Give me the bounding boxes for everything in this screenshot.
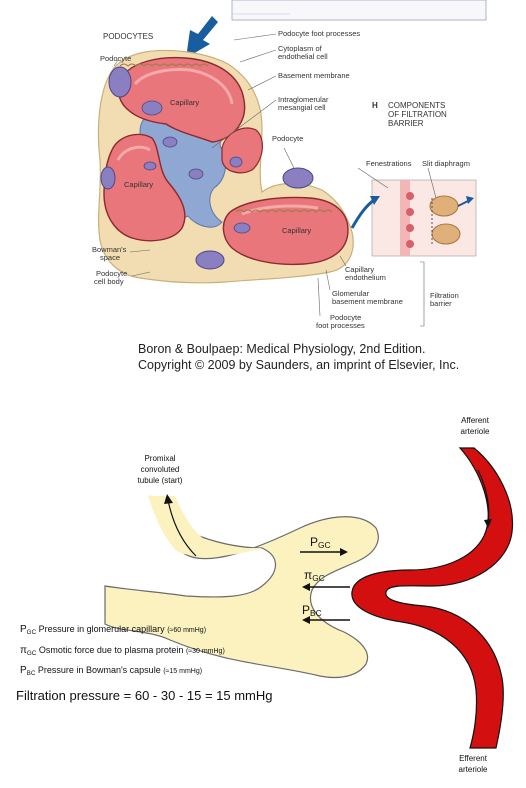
filtration-pressure-diagram [104,447,514,749]
label-afferent: Afferent [461,416,489,425]
label-filtration-barrier-2: barrier [430,299,452,308]
flow-arrow-tubule [167,499,197,557]
label-podocyte-foot-processes-bottom: Podocyte [330,313,362,322]
capillary-bottom [222,196,349,266]
label-podocyte-middle: Podocyte [272,134,304,143]
label-components: COMPONENTS [388,101,446,110]
podocyte-middle-body [282,167,314,189]
label-pct-2: convoluted [140,465,180,474]
filtration-barrier-box [371,179,477,257]
glomerulus-illustration [97,0,487,327]
legend-row: PBC Pressure in Bowman's capsule (≈15 mm… [20,665,203,677]
label-bowmans-space-2: space [100,253,121,262]
label-pi-gc: πGC [304,568,325,583]
label-capillary-bottom: Capillary [282,226,312,235]
label-pct-3: tubule (start) [137,476,183,485]
credit-line-1: Boron & Boulpaep: Medical Physiology, 2n… [138,342,426,356]
label-efferent: Efferent [459,754,487,763]
top-caption-box [231,0,487,21]
label-filtration-barrier: Filtration [430,291,459,300]
label-capillary-endothelium-2: endothelium [345,273,386,282]
label-pct: Promixal [144,454,176,463]
capillary-left [103,133,186,242]
label-podocyte-foot-processes-bottom-2: foot processes [316,321,365,330]
credit-line-2: Copyright © 2009 by Saunders, an imprint… [138,358,460,372]
label-glomerular-bm-2: basement membrane [332,297,403,306]
label-mesangial-cell: mesangial cell [278,103,326,112]
label-podocyte-left: Podocyte [100,54,132,63]
filtration-pressure-formula: Filtration pressure = 60 - 30 - 15 = 15 … [16,688,273,703]
label-slit-diaphragm: Slit diaphragm [422,159,470,168]
label-capillary-left: Capillary [124,180,154,189]
label-fenestrations: Fenestrations [366,159,412,168]
label-podocytes: PODOCYTES [103,32,154,41]
podocyte-left-body [108,66,132,98]
label-intraglomerular: Intraglomerular [278,95,329,104]
label-p-bc: PBC [302,603,322,618]
label-afferent-arteriole: arteriole [460,427,490,436]
big-blue-arrow [186,16,218,58]
label-basement-membrane: Basement membrane [278,71,350,80]
label-panel-h: H [372,101,378,110]
label-podocyte-cell-body: Podocyte [96,269,128,278]
label-cytoplasm: Cytoplasm of [278,44,322,53]
podocyte-bottom-body [195,250,225,270]
label-podocyte-cell-body-2: cell body [94,277,124,286]
label-podocyte-foot-processes: Podocyte foot processes [278,29,361,38]
label-capillary-top: Capillary [170,98,200,107]
label-barrier: BARRIER [388,119,424,128]
label-p-gc: PGC [310,535,331,550]
label-bowmans-space: Bowman's [92,245,127,254]
legend-row: πGC Osmotic force due to plasma protein … [20,645,225,657]
label-capillary-endothelium: Capillary [345,265,375,274]
label-of-filtration: OF FILTRATION [388,110,447,119]
label-glomerular-bm: Glomerular [332,289,370,298]
legend-row: PGC Pressure in glomerular capillary (≈6… [20,624,207,636]
blood-vessel [351,447,514,749]
label-endothelial-cell: endothelial cell [278,52,328,61]
flow-arrow-afferent [477,469,490,523]
label-efferent-arteriole: arteriole [458,765,488,774]
